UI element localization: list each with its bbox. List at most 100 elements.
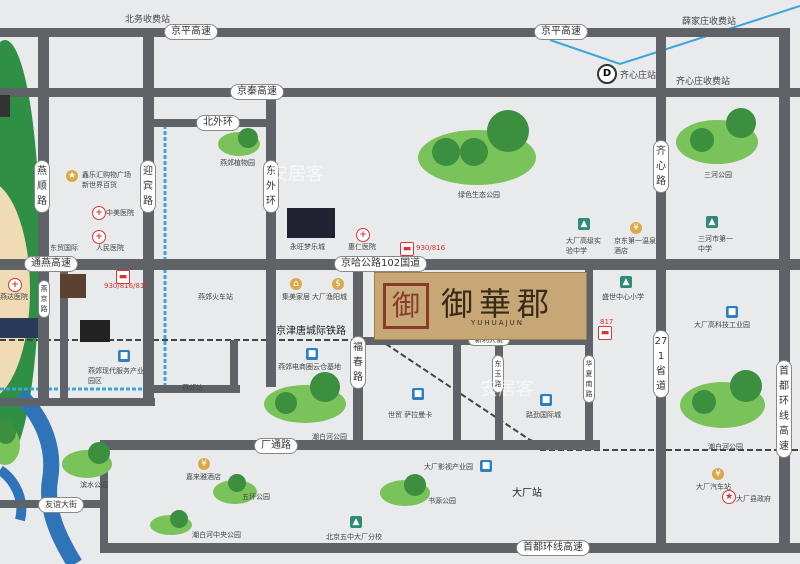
hotel-icon: ¥ <box>630 222 642 234</box>
label-yanshun: 燕顺路 <box>34 160 50 213</box>
road-jingqin <box>0 88 800 97</box>
poi-shengshi: 盛世中心小学 <box>602 293 644 301</box>
label-jingping-1: 京平高速 <box>164 24 218 40</box>
building-icon: ■ <box>540 394 552 406</box>
poi-sanhe-park: 三河公园 <box>704 171 732 179</box>
poi-zhiwuyuan: 燕郊植物园 <box>220 159 255 167</box>
label-dongwaihuan: 东外环 <box>263 160 279 213</box>
building-icon: ■ <box>306 348 318 360</box>
road-bottom-v <box>230 340 238 390</box>
tree-sanhe-1 <box>726 108 756 138</box>
label-jingping-2: 京平高速 <box>534 24 588 40</box>
watermark-2: 安居客 <box>480 379 534 400</box>
label-yingbin: 迎宾路 <box>140 160 156 213</box>
hospital-icon: + <box>8 278 22 292</box>
tree-chaobai-1 <box>730 370 762 402</box>
station-dachang: 大厂站 <box>512 488 542 499</box>
poi-shulan: 书源公园 <box>428 497 456 505</box>
poi-dongmao: 东贸国际 <box>50 244 78 252</box>
hospital-icon: + <box>356 228 370 242</box>
label-tongyan: 通燕高速 <box>24 256 78 272</box>
bus-icon: ▬ <box>598 326 612 340</box>
tree-ecom-2 <box>275 392 297 414</box>
poi-dachangyuyang: 大厂渔阳城 <box>312 293 347 301</box>
poi-sanhe-school: 三河市第一中学 <box>698 235 733 253</box>
project-brand[interactable]: 御 御華郡 YUHUAJUN <box>374 272 587 340</box>
tree-sanhe-2 <box>690 128 714 152</box>
poi-yongwang-photo <box>287 208 335 238</box>
poi-lvse: 绿色生态公园 <box>458 191 500 199</box>
station-yanjiao: 燕郊站 <box>182 384 203 392</box>
mall-icon: ★ <box>66 170 78 182</box>
project-name: 御華郡 <box>441 285 556 323</box>
tree-chaobai-2 <box>692 390 716 414</box>
station-qixinzhuang-toll: 齐心庄收费站 <box>676 77 731 87</box>
bus-line-3: 817 <box>600 318 614 326</box>
park-icon: ■ <box>726 306 738 318</box>
metro-icon: D <box>597 64 617 84</box>
road-left-h <box>0 398 155 406</box>
tree-binshui <box>88 442 110 464</box>
poi-dongmao-hosp: 燕达医院 <box>0 293 28 301</box>
poi-chaobai-central: 潮白河中央公园 <box>192 531 241 539</box>
tree-wuhuan <box>228 474 246 492</box>
poi-yanjiao-modern: 燕郊现代服务产业园区 <box>88 367 144 385</box>
road-yanjiao-link <box>100 440 108 553</box>
road-shoudu-v <box>779 28 790 553</box>
station-qixinzhuang-metro: 齐心庄站 <box>620 71 657 81</box>
tree-zhiwuyuan <box>238 128 258 148</box>
poi-binshui: 滨水公园 <box>80 481 108 489</box>
poi-renmin: 人民医院 <box>96 244 124 252</box>
tree-ecom-1 <box>310 372 340 402</box>
tree-left <box>0 420 16 444</box>
watermark-1: 安居客 <box>270 164 324 185</box>
label-shoudu-h: 首都环线高速 <box>516 540 590 556</box>
label-fuchun: 福春路 <box>350 336 366 389</box>
bus-icon: ▬ <box>400 242 414 256</box>
school-icon: ▲ <box>578 218 590 230</box>
hotel-icon: ¥ <box>198 458 210 470</box>
label-huaxia: 华夏南路 <box>583 355 595 403</box>
poi-dachang-school: 大厂高级实验中学 <box>566 237 601 255</box>
label-datong: 厂通路 <box>254 438 298 454</box>
poi-dachang-film: 大厂影视产业园 <box>424 463 473 471</box>
project-seal: 御 <box>383 283 429 329</box>
poi-lvdi: 路劲国际城 <box>526 411 561 419</box>
label-shoudu-v: 首都环线高速 <box>776 360 792 458</box>
poi-yongwang: 永旺梦乐城 <box>290 243 325 251</box>
school-icon: ▲ <box>350 516 362 528</box>
station-beiwu: 北务收费站 <box>125 15 171 25</box>
road-ecom <box>150 385 240 393</box>
label-jingqin: 京秦高速 <box>230 84 284 100</box>
tree-lvse-1 <box>487 110 529 152</box>
road-shijie <box>453 345 461 445</box>
project-pinyin: YUHUAJUN <box>471 319 524 327</box>
road-jingping <box>0 28 790 37</box>
road-yanshun <box>38 30 49 400</box>
poi-chaobaihe-east: 潮白河公园 <box>708 443 743 451</box>
building-icon: ■ <box>118 350 130 362</box>
label-jingjintang: 京津唐城际铁路 <box>276 326 346 337</box>
poi-top-left-box <box>0 95 10 117</box>
label-qixin: 齐心路 <box>653 140 669 193</box>
road-271 <box>656 85 666 553</box>
bus-line-1: 930/816/817 <box>104 282 149 290</box>
road-left-v <box>60 270 68 405</box>
poi-chaobai: 潮白河公园 <box>312 433 347 441</box>
road-qixin-top <box>656 30 666 90</box>
label-jingha102: 京哈公路102国道 <box>334 256 428 272</box>
poi-wuhuan: 五环公园 <box>242 493 270 501</box>
label-youyi: 友谊大街 <box>38 497 84 513</box>
poi-xinshijie: 新世界百货 <box>82 181 117 189</box>
school-icon: ▲ <box>706 216 718 228</box>
bus-icon: ▬ <box>116 270 130 284</box>
hospital-icon: + <box>92 206 106 220</box>
road-datong <box>100 440 600 450</box>
poi-dachang-bus: 大厂汽车站 <box>696 483 731 491</box>
hospital-icon: + <box>92 230 106 244</box>
building-icon: ■ <box>412 388 424 400</box>
tree-shulan <box>404 474 426 496</box>
poi-jiaxin: 嘉来雅酒店 <box>186 473 221 481</box>
bus-station-icon: ¥ <box>712 468 724 480</box>
